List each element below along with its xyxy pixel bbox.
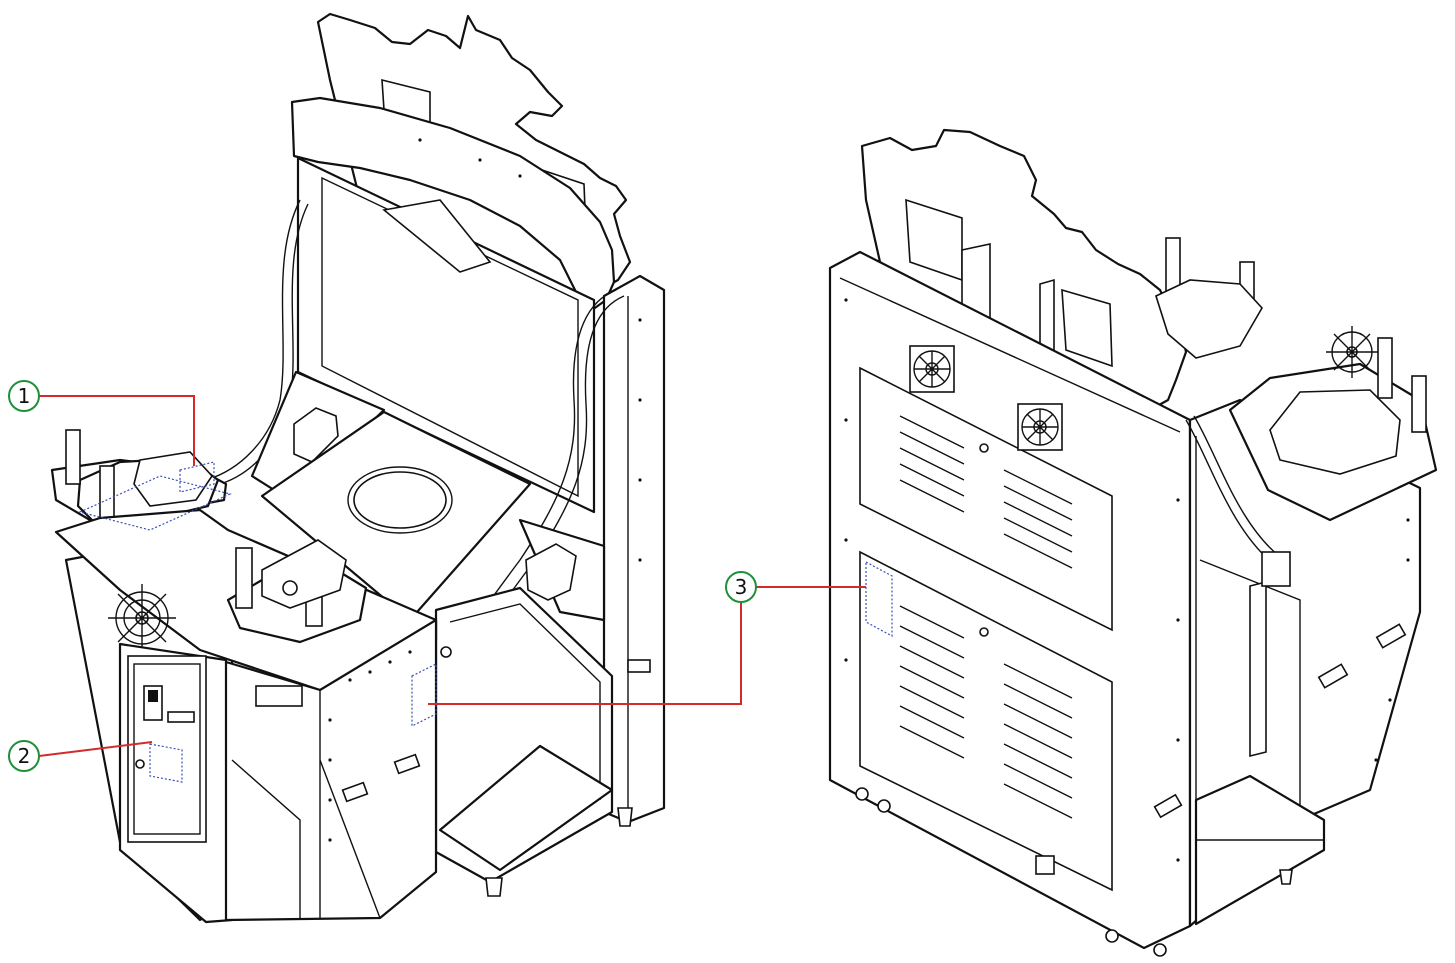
front-footrest-step <box>438 744 614 872</box>
rear-marquee-window-right <box>1061 288 1113 368</box>
side-handle-right <box>393 753 421 775</box>
rear-vents-upper <box>899 415 1073 569</box>
hose-left <box>205 199 301 481</box>
marker-3-front <box>411 663 437 727</box>
callout-3: 3 <box>725 571 757 603</box>
marker-1-box-top <box>179 461 215 493</box>
leader-line-2 <box>38 741 153 757</box>
marker-1-box <box>78 475 232 531</box>
rear-lower-door <box>859 550 1113 892</box>
side-handle-left <box>341 781 369 803</box>
leader-line-3a <box>428 602 742 705</box>
callout-3-circle <box>725 571 757 603</box>
left-gun-handle-a <box>65 429 81 485</box>
ships-wheel-icon <box>108 584 176 652</box>
speaker-grille-left <box>293 407 339 463</box>
front-header-board <box>290 96 616 312</box>
coin-door <box>127 655 207 843</box>
rear-power-inlet <box>1035 855 1055 875</box>
rear-vents-lower <box>899 605 1073 819</box>
start-button <box>282 580 298 596</box>
rear-footrest <box>1194 774 1326 926</box>
right-gun-handle-a <box>235 547 253 609</box>
coin-door-lock <box>135 759 145 769</box>
coin-return <box>167 711 195 723</box>
callout-3-label: 3 <box>735 575 748 599</box>
rear-side-handle <box>1317 663 1349 689</box>
callout-2: 2 <box>8 740 40 772</box>
callout-2-label: 2 <box>18 744 31 768</box>
header-plate <box>382 199 492 273</box>
marker-2-box <box>149 743 183 783</box>
rear-upper-gun-base <box>1155 279 1263 359</box>
rear-upper-door <box>859 366 1113 632</box>
rear-side-handle-2 <box>1375 623 1407 649</box>
rear-bolts <box>844 298 1410 862</box>
rear-side-strut <box>1249 580 1267 758</box>
rear-view-cabinet <box>828 128 1438 957</box>
center-speaker-grille <box>353 471 447 529</box>
rear-casters <box>855 787 1167 957</box>
front-view-cabinet <box>50 12 666 924</box>
front-monitor-frame <box>296 156 596 514</box>
leader-line-1 <box>39 395 195 466</box>
callout-1-label: 1 <box>18 384 31 408</box>
callout-1-circle <box>8 380 40 412</box>
rear-ships-wheel-icon <box>1326 326 1378 378</box>
rear-fan-icon <box>1017 403 1063 451</box>
marker-3-rear <box>865 560 893 638</box>
front-bolts <box>328 138 642 842</box>
callout-1: 1 <box>8 380 40 412</box>
speaker-grille-right <box>525 543 577 601</box>
rear-gun-base <box>1269 389 1401 475</box>
pillar-handle <box>627 659 651 673</box>
front-monitor-bezel <box>321 176 579 498</box>
rear-fan-icon <box>909 345 955 393</box>
callout-2-circle <box>8 740 40 772</box>
